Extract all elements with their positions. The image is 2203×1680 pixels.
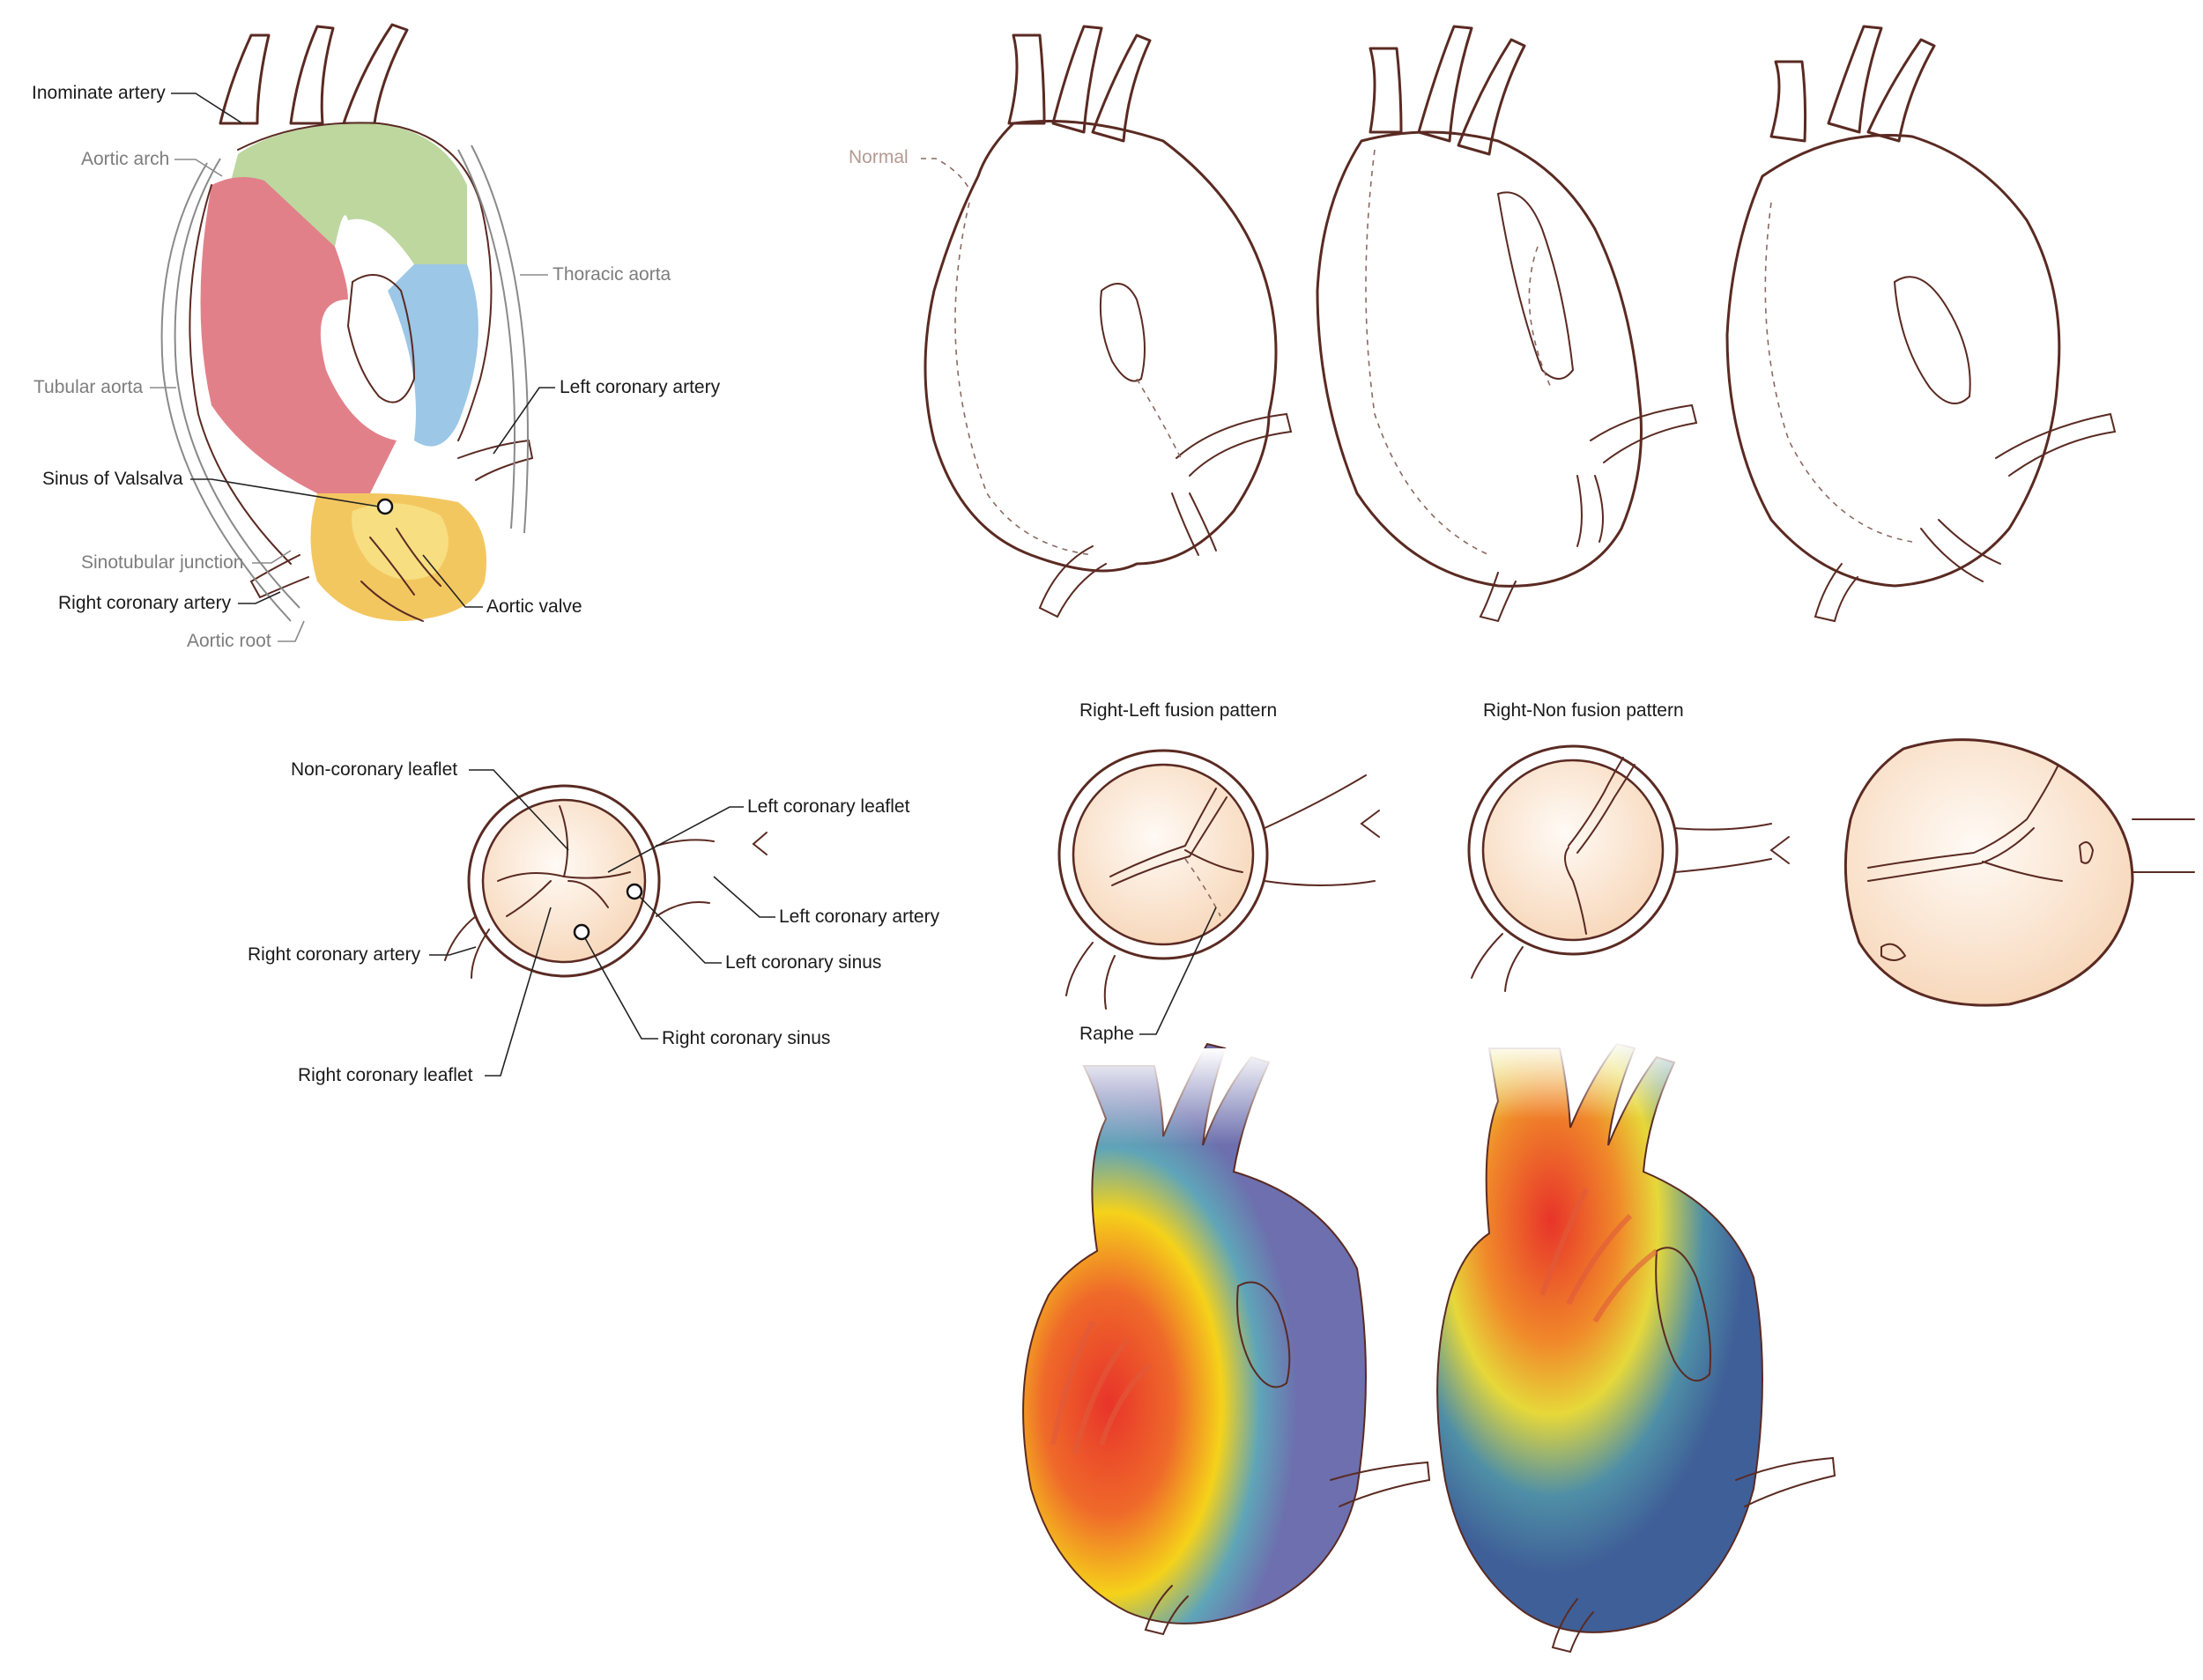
label-sinotubular-junction: Sinotubular junction — [81, 552, 243, 573]
label-aortic-root: Aortic root — [187, 631, 271, 651]
label-right-coronary-sinus: Right coronary sinus — [662, 1028, 830, 1048]
label-right-left-fusion: Right-Left fusion pattern — [1079, 700, 1277, 721]
aorta-normal-illustration — [923, 25, 1293, 618]
aorta-dilated-ascending-illustration — [1725, 25, 2117, 623]
label-right-non-fusion: Right-Non fusion pattern — [1483, 700, 1684, 721]
label-right-coronary-artery-valve: Right coronary artery — [248, 944, 421, 965]
label-right-coronary-artery-top: Right coronary artery — [58, 593, 232, 613]
label-sinus-of-valsalva: Sinus of Valsalva — [42, 469, 183, 489]
heatmap-aorta-right-left — [1022, 1042, 1431, 1636]
label-aortic-arch: Aortic arch — [81, 149, 169, 169]
segmented-aorta-illustration — [160, 23, 534, 622]
label-left-coronary-artery-valve: Left coronary artery — [779, 907, 940, 927]
label-thoracic-aorta: Thoracic aorta — [553, 264, 671, 285]
label-left-coronary-artery-top: Left coronary artery — [560, 377, 721, 397]
label-non-coronary-leaflet: Non-coronary leaflet — [291, 759, 457, 780]
aorta-dilated-root-illustration — [1316, 25, 1698, 623]
label-tubular-aorta: Tubular aorta — [33, 377, 143, 397]
label-right-coronary-leaflet: Right coronary leaflet — [298, 1065, 473, 1085]
valve-third-variant — [1843, 738, 2195, 1007]
aortic-valve-schematic — [444, 784, 768, 979]
label-left-coronary-sinus: Left coronary sinus — [725, 952, 881, 973]
heatmap-aorta-right-non — [1436, 1040, 1836, 1654]
valve-right-non-fusion — [1467, 744, 1790, 992]
valve-right-left-fusion — [1057, 749, 1380, 1010]
label-aortic-valve: Aortic valve — [486, 596, 582, 617]
label-left-coronary-leaflet: Left coronary leaflet — [747, 796, 910, 817]
panel1-labels: Inominate artery Aortic arch Thoracic ao… — [32, 83, 721, 651]
valve-schematic-labels: Non-coronary leaflet Left coronary leafl… — [248, 759, 940, 1085]
label-normal: Normal — [849, 147, 909, 167]
label-raphe: Raphe — [1079, 1024, 1134, 1044]
label-innominate-artery: Inominate artery — [32, 83, 166, 103]
